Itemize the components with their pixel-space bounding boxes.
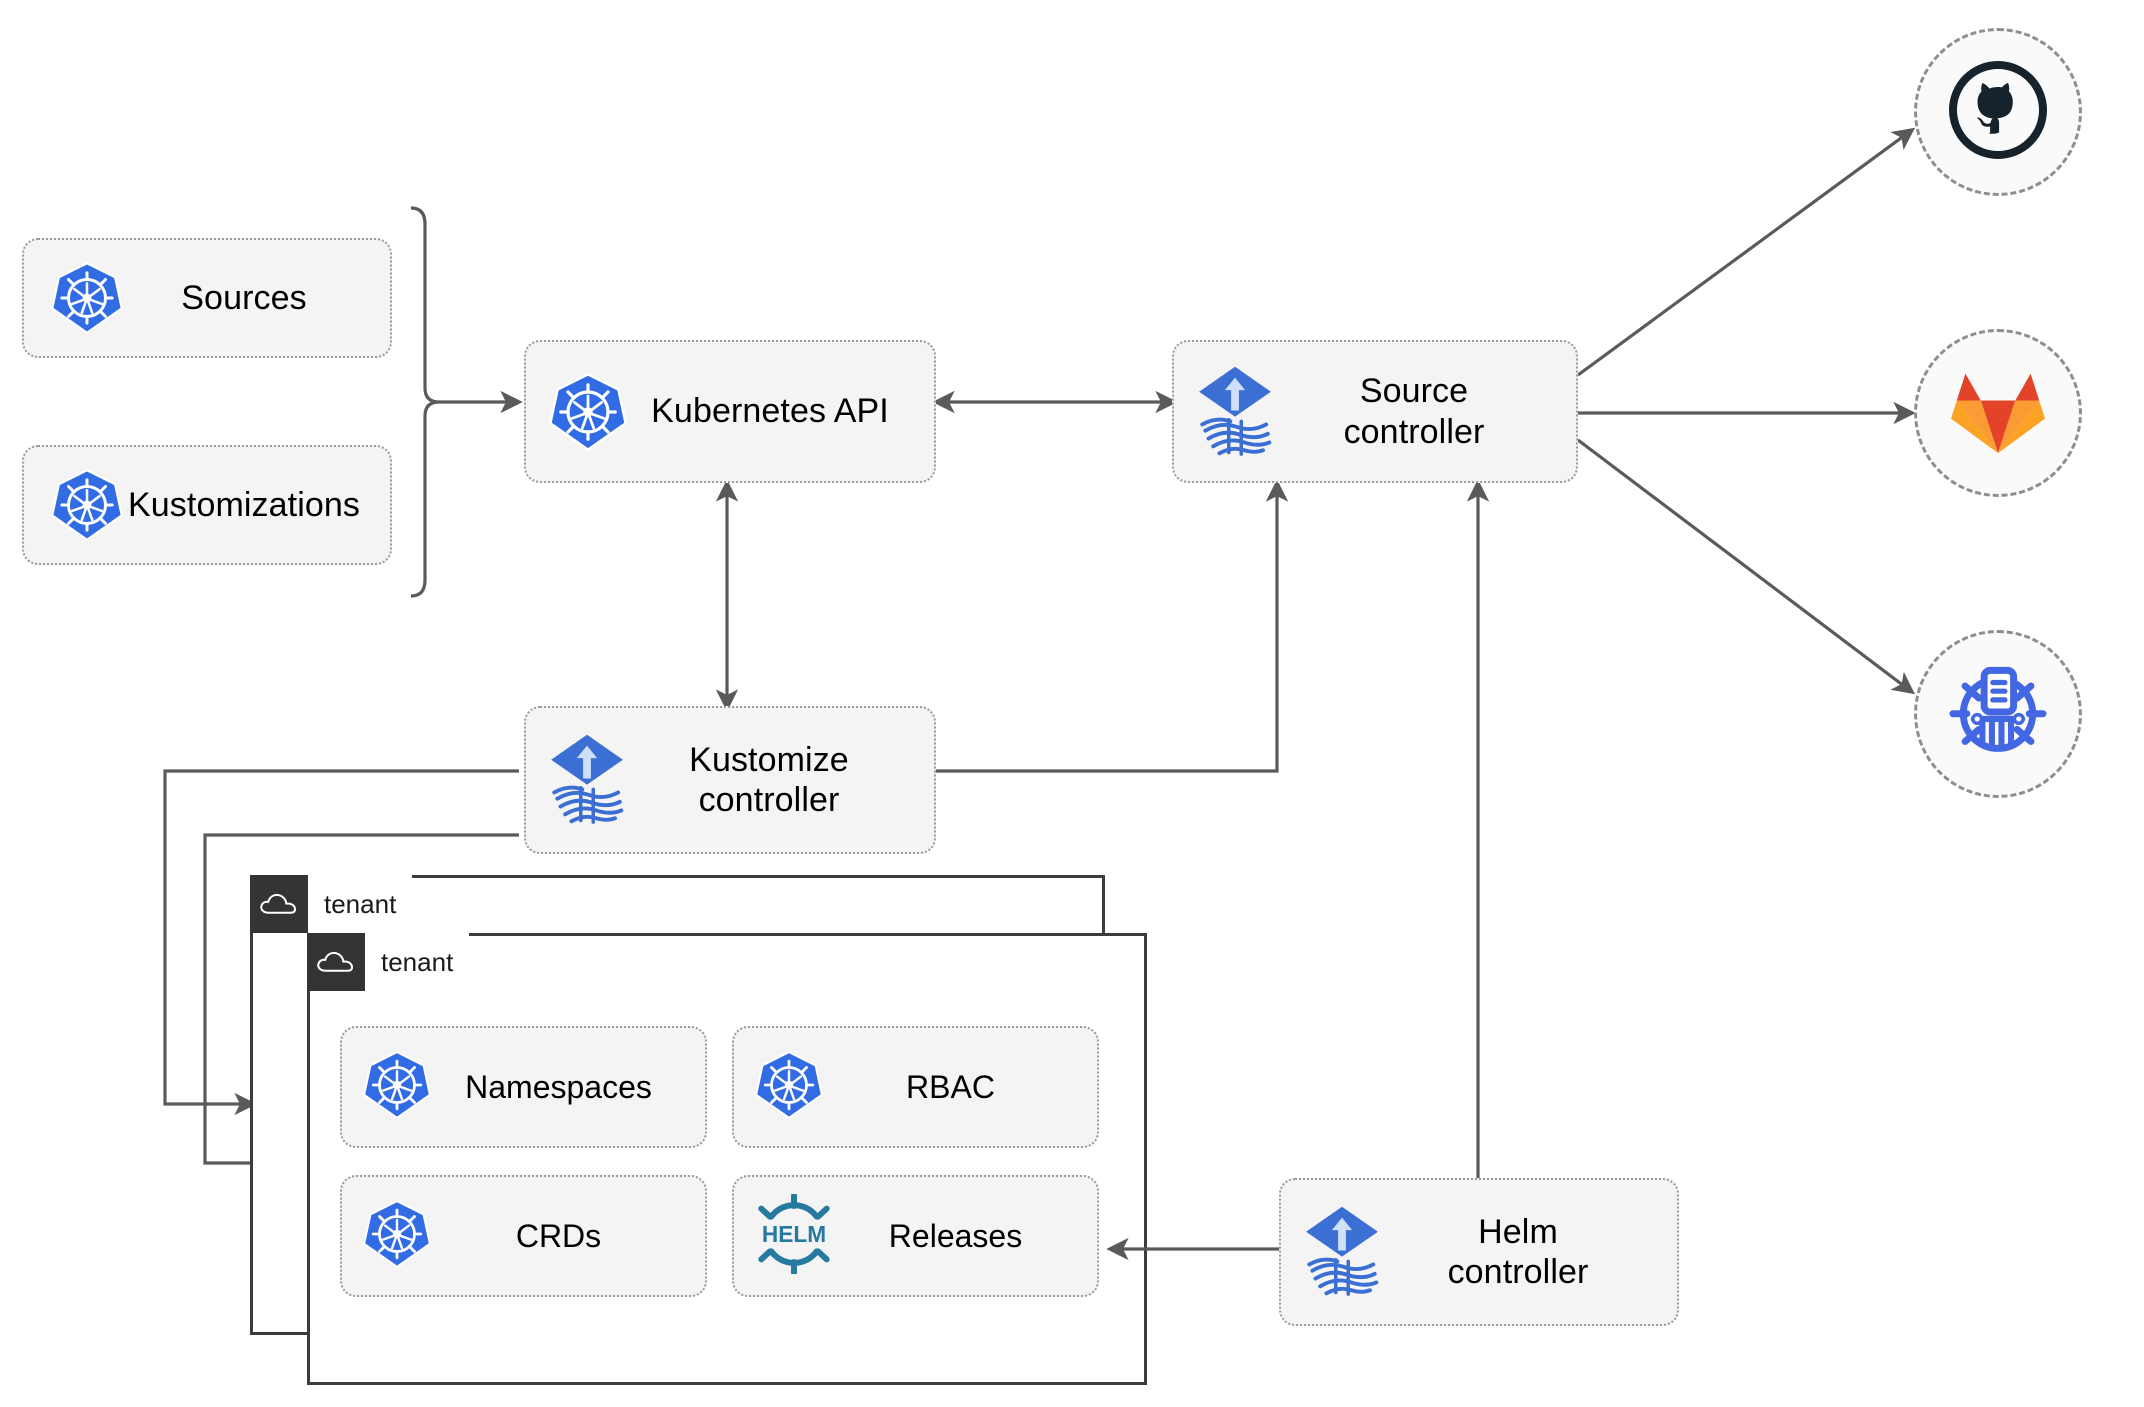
node-label: Helm controller	[1447, 1212, 1589, 1291]
kubernetes-icon	[362, 1199, 432, 1274]
helm-icon	[754, 1194, 834, 1279]
tenant-resource-rbac[interactable]: RBAC	[732, 1026, 1099, 1148]
tenant-tab-label: tenant	[308, 875, 413, 933]
tenant-resource-crds[interactable]: CRDs	[340, 1175, 707, 1297]
tenant-resource-label: CRDs	[515, 1217, 602, 1254]
cloud-icon	[307, 933, 365, 991]
external-service-github[interactable]	[1914, 28, 2082, 196]
resource-chip-sources[interactable]: Sources	[22, 238, 392, 358]
github-icon	[1948, 60, 2048, 165]
node-kustomize-controller[interactable]: Kustomize controller	[524, 706, 936, 854]
tenant-tab-label: tenant	[365, 933, 470, 991]
resource-chip-label: Kustomizations	[128, 485, 360, 524]
kubernetes-icon	[50, 261, 124, 335]
tenant-resource-label: Namespaces	[465, 1068, 652, 1105]
resource-chip-kustomizations[interactable]: Kustomizations	[22, 445, 392, 565]
external-service-gitlab[interactable]	[1914, 329, 2082, 497]
edge-source-controller-to-harbor	[1577, 438, 1915, 695]
resource-chip-label: Sources	[181, 278, 307, 317]
kubernetes-icon	[548, 372, 628, 452]
gitlab-icon	[1950, 365, 2046, 462]
node-label: Kubernetes API	[651, 392, 889, 431]
tenant-tab-inner: tenant	[307, 933, 470, 991]
harbor-icon	[1946, 660, 2050, 769]
tenant-window-inner[interactable]: tenant	[307, 933, 1147, 1385]
flux-icon	[1196, 365, 1274, 459]
node-source-controller[interactable]: Source controller	[1172, 340, 1578, 483]
edge-kustomize-controller-to-source-controller	[936, 479, 1289, 773]
tenant-resource-releases[interactable]: Releases	[732, 1175, 1099, 1297]
node-label: Source controller	[1343, 372, 1485, 451]
cloud-icon	[250, 875, 308, 933]
node-helm-controller[interactable]: Helm controller	[1279, 1178, 1679, 1326]
node-kubernetes-api[interactable]: Kubernetes API	[524, 340, 936, 483]
resources-bracket	[410, 206, 440, 598]
node-label: Kustomize controller	[689, 740, 849, 819]
tenant-resource-label: RBAC	[906, 1068, 995, 1105]
edge-source-controller-to-github	[1577, 127, 1916, 377]
flux-icon	[1303, 1205, 1381, 1299]
tenant-tab-outer: tenant	[250, 875, 413, 933]
flux-icon	[548, 733, 626, 827]
kubernetes-icon	[754, 1050, 824, 1125]
external-service-harbor[interactable]	[1914, 630, 2082, 798]
kubernetes-icon	[362, 1050, 432, 1125]
kubernetes-icon	[50, 468, 124, 542]
tenant-resource-label: Releases	[888, 1217, 1023, 1254]
tenant-resource-namespaces[interactable]: Namespaces	[340, 1026, 707, 1148]
